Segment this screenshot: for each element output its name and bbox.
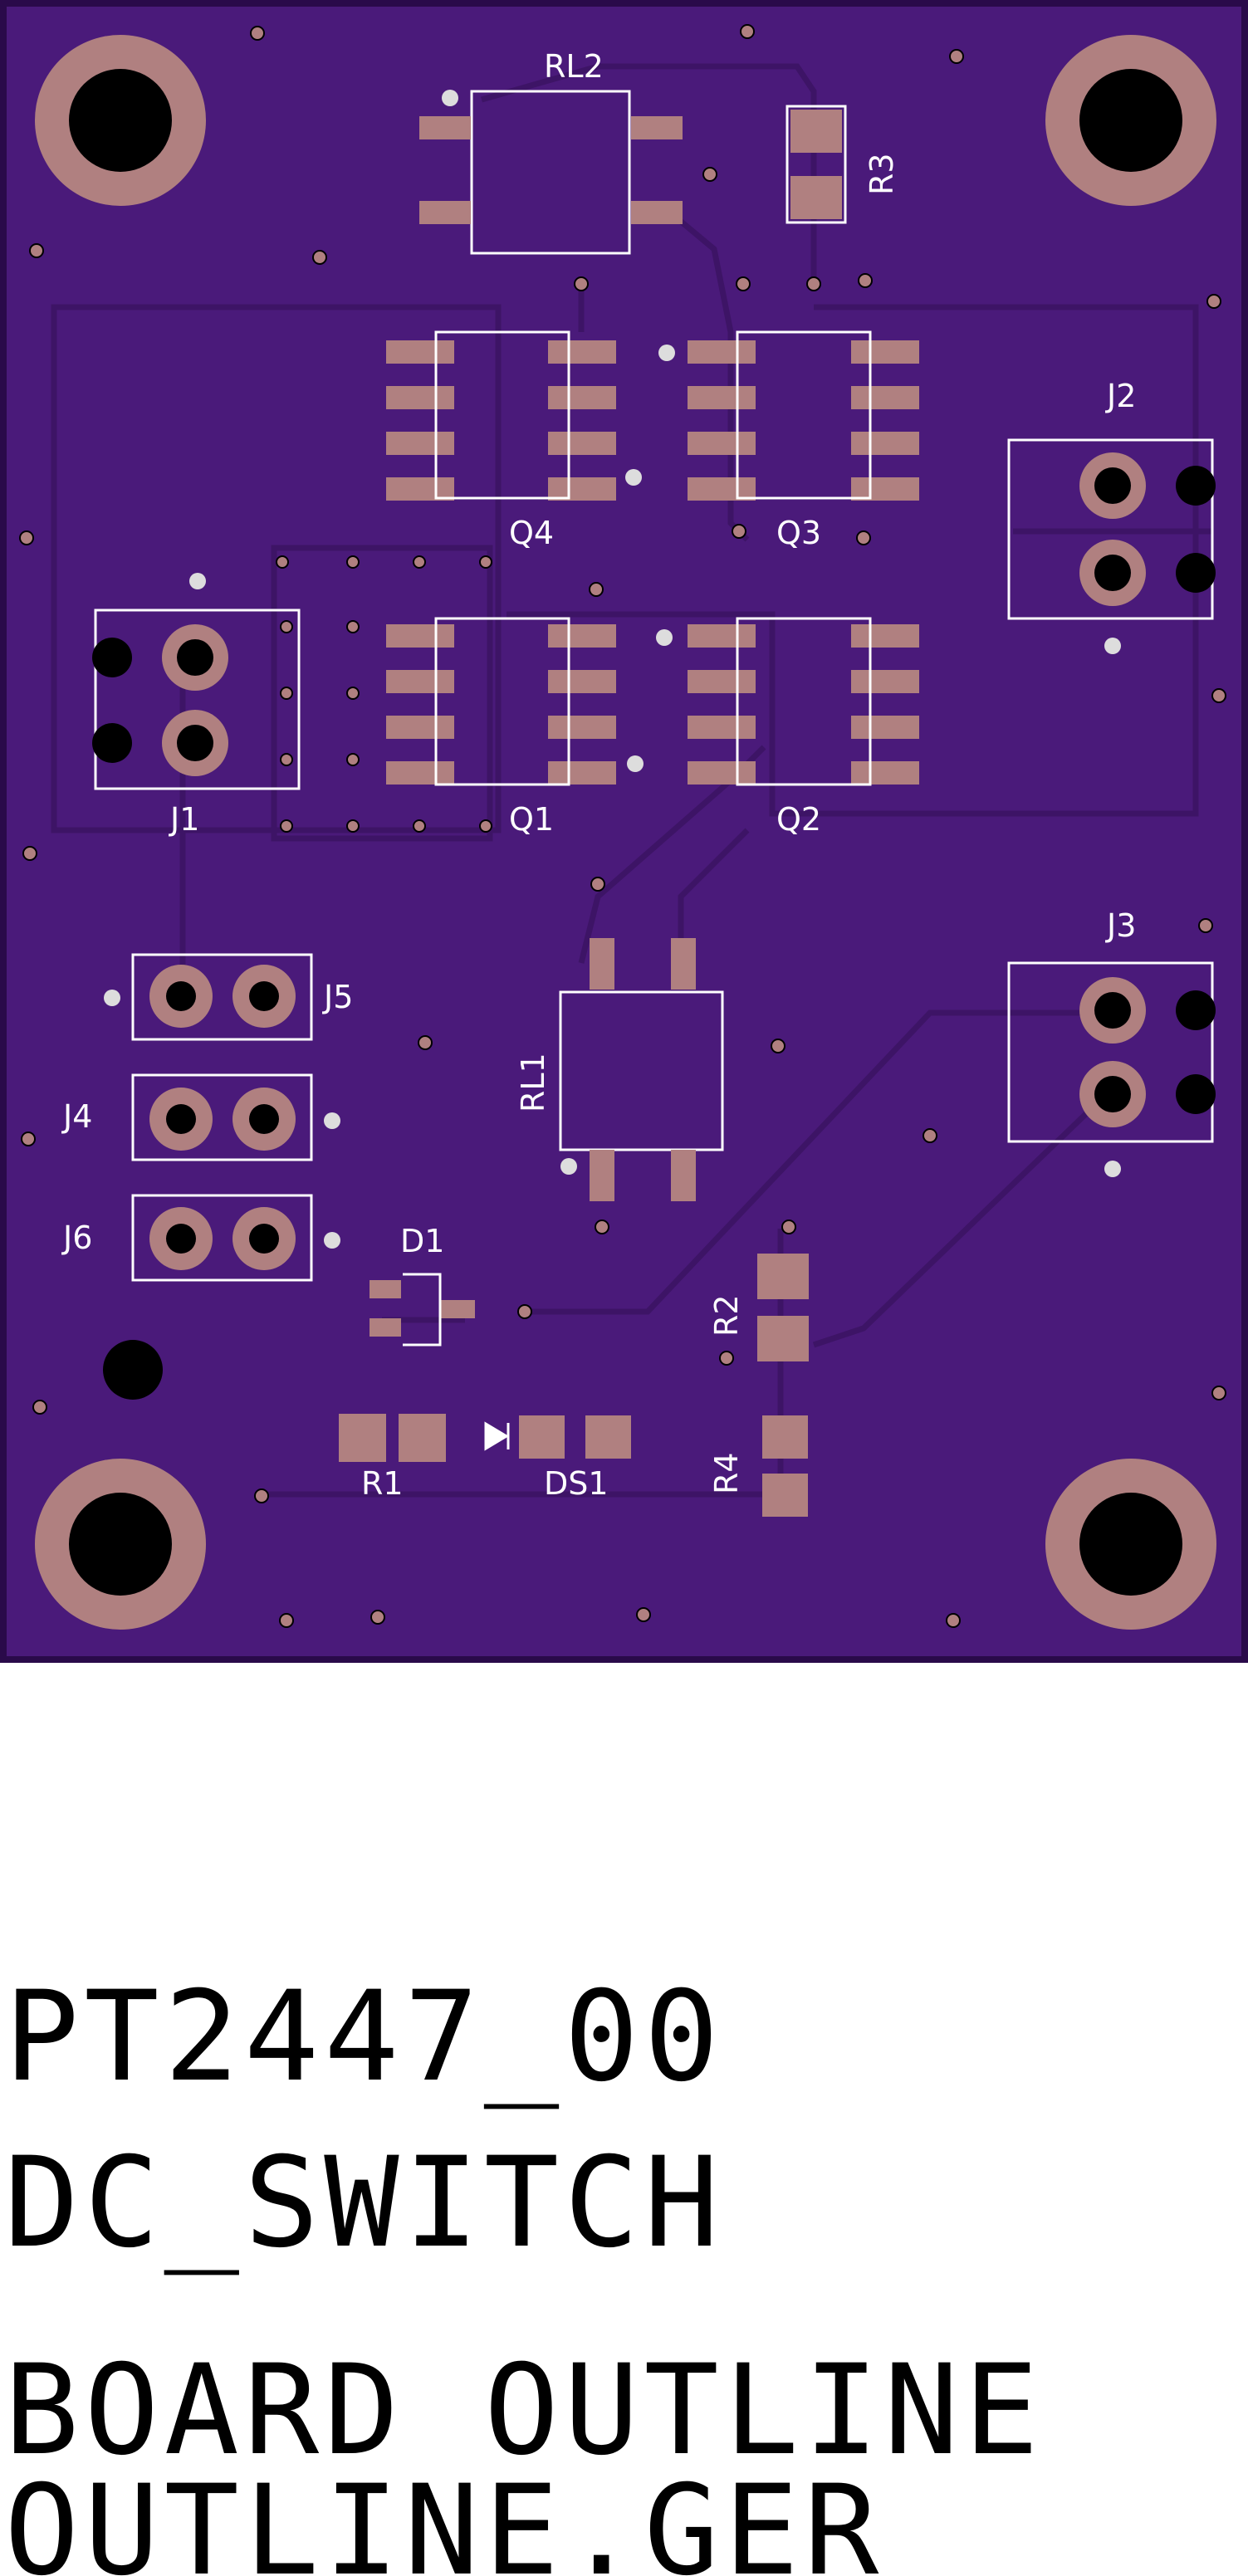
vias (19, 24, 1226, 1628)
board-outline (0, 0, 1248, 1663)
d1-footprint (370, 1273, 475, 1347)
mounting-hole (35, 35, 206, 206)
mounting-hole (35, 1459, 206, 1630)
refdes-d1: D1 (400, 1223, 444, 1259)
refdes-j2: J2 (1105, 378, 1136, 414)
q4-footprint (386, 330, 616, 501)
refdes-q3: Q3 (776, 515, 821, 551)
mounting-hole (1045, 1459, 1216, 1630)
refdes-j5: J5 (322, 979, 353, 1015)
r1-footprint (339, 1414, 446, 1462)
j5-footprint (104, 953, 313, 1041)
fiducial-hole (103, 1340, 163, 1400)
j1-footprint (92, 573, 301, 790)
j3-footprint (1007, 961, 1216, 1177)
refdes-j1: J1 (169, 801, 199, 838)
ds1-footprint (484, 1415, 631, 1459)
fab-note-line1: PT2447_00 (4, 1965, 724, 2109)
j6-footprint (131, 1194, 340, 1282)
diode-polarity-icon (484, 1421, 510, 1451)
r2-footprint (757, 1254, 809, 1361)
refdes-r3: R3 (864, 153, 900, 195)
fab-note-line4: OUTLINE.GER (4, 2459, 883, 2576)
refdes-q1: Q1 (509, 801, 554, 838)
refdes-rl1: RL1 (515, 1053, 551, 1112)
q3-footprint (688, 330, 919, 501)
refdes-j6: J6 (61, 1220, 92, 1256)
q2-footprint (688, 617, 919, 786)
refdes-r2: R2 (708, 1294, 745, 1337)
r4-footprint (762, 1415, 808, 1517)
refdes-q4: Q4 (509, 515, 554, 551)
rl1-footprint (559, 938, 724, 1201)
refdes-j3: J3 (1105, 907, 1136, 944)
mounting-holes (35, 35, 1216, 1630)
refdes-j4: J4 (61, 1098, 92, 1135)
refdes-r4: R4 (708, 1452, 745, 1494)
j4-footprint (131, 1073, 340, 1161)
refdes-rl2: RL2 (544, 48, 604, 85)
j2-footprint (1007, 438, 1216, 654)
fab-note-line3: BOARD OUTLINE (4, 2339, 1044, 2483)
refdes-q2: Q2 (776, 801, 821, 838)
q1-footprint (386, 617, 616, 786)
fab-note-line2: DC_SWITCH (4, 2131, 724, 2275)
rl2-footprint (419, 90, 683, 255)
r3-footprint (786, 105, 847, 224)
test-points (625, 345, 675, 772)
mounting-hole (1045, 35, 1216, 206)
refdes-r1: R1 (361, 1465, 404, 1502)
refdes-ds1: DS1 (544, 1465, 609, 1502)
fab-notes: PT2447_00 DC_SWITCH BOARD OUTLINE OUTLIN… (4, 1965, 1044, 2576)
